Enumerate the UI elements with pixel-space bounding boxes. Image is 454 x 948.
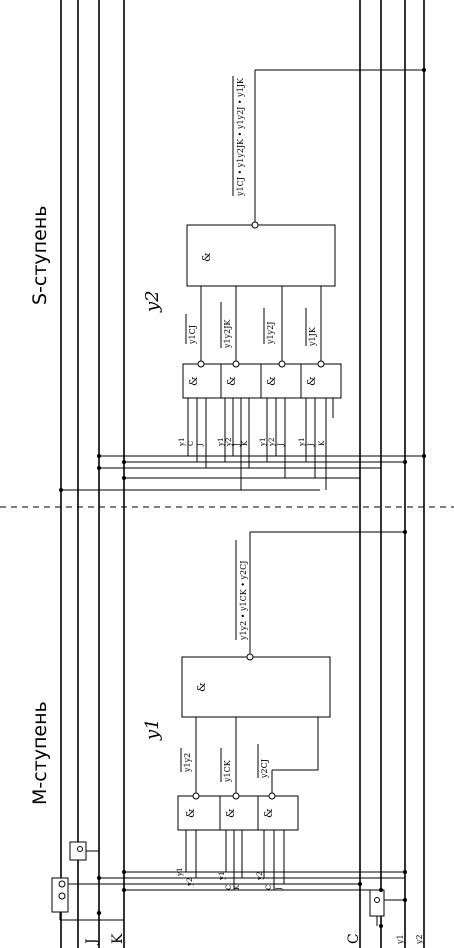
svg-text:J: J bbox=[233, 443, 241, 447]
s-gate-2: & y1 y2 J K bbox=[217, 360, 262, 490]
svg-text:y2: y2 bbox=[256, 872, 264, 881]
svg-text:J: J bbox=[307, 443, 315, 447]
s-gate-1-symbol: & bbox=[187, 376, 200, 386]
s-gate-4: & y1 J K bbox=[298, 360, 342, 490]
m-gate-1-symbol: & bbox=[184, 808, 197, 818]
svg-text:K: K bbox=[241, 440, 249, 446]
svg-text:y2: y2 bbox=[225, 438, 233, 447]
s-term-2: y1y2JK bbox=[223, 319, 232, 349]
s-gate-1: & y1 C J bbox=[178, 360, 222, 468]
bus-label-c: C bbox=[346, 933, 362, 944]
m-gate-3-symbol: & bbox=[262, 808, 275, 818]
m-gate-2: & y1 C K bbox=[218, 792, 259, 890]
svg-text:y1: y1 bbox=[176, 868, 184, 877]
m-gate-2-symbol: & bbox=[224, 808, 237, 818]
svg-text:y2: y2 bbox=[186, 878, 194, 887]
bus-label-y2: y2 bbox=[415, 934, 424, 945]
s-gate-4-symbol: & bbox=[305, 376, 318, 386]
svg-text:K: K bbox=[318, 440, 326, 446]
m-term-3: y2CJ bbox=[260, 759, 269, 779]
s-feed-lines bbox=[59, 454, 426, 492]
s-gate-3: & y1 y2 J bbox=[259, 360, 302, 478]
input-element-j bbox=[51, 877, 124, 921]
s-term-4: y1JK bbox=[308, 326, 317, 347]
s-output-expression: y1CJ • y1y2JK • y1y2J • y1JK bbox=[232, 76, 245, 197]
svg-text:y1: y1 bbox=[259, 438, 267, 447]
input-element-k bbox=[69, 841, 99, 868]
s-output-gate: & bbox=[186, 68, 426, 287]
m-gate-3: & y2 C J bbox=[256, 792, 299, 891]
svg-text:C: C bbox=[187, 441, 195, 446]
m-output-expression: y1y2 • y1CK • y2CJ bbox=[235, 540, 248, 641]
svg-text:C: C bbox=[265, 885, 273, 890]
s-term-3: y1y2J bbox=[266, 322, 275, 345]
s-gate-2-symbol: & bbox=[225, 376, 238, 386]
s-term-1: y1CJ bbox=[188, 325, 197, 345]
output-label-y1: y1 bbox=[142, 718, 163, 741]
svg-text:J: J bbox=[275, 887, 283, 891]
svg-text:y1: y1 bbox=[218, 872, 226, 881]
bus-label-k: K bbox=[110, 933, 126, 944]
m-output-gate-symbol: & bbox=[195, 682, 208, 692]
bus-label-y1: y1 bbox=[396, 934, 405, 945]
m-term-1: y1y2 bbox=[183, 753, 192, 773]
svg-text:y1: y1 bbox=[298, 438, 306, 447]
m-output-expr: y1y2 • y1CK • y2CJ bbox=[239, 561, 248, 641]
s-gate-3-symbol: & bbox=[265, 376, 278, 386]
svg-text:K: K bbox=[233, 884, 241, 890]
svg-text:J: J bbox=[196, 443, 204, 447]
svg-text:y2: y2 bbox=[268, 438, 276, 447]
m-term-labels: y1y2 y1CK y2CJ bbox=[180, 744, 269, 783]
svg-text:y1: y1 bbox=[178, 438, 186, 447]
s-gate-connections bbox=[200, 286, 322, 361]
s-output-expr: y1CJ • y1y2JK • y1y2J • y1JK bbox=[236, 77, 245, 197]
m-gate-connections bbox=[195, 717, 319, 793]
svg-text:C: C bbox=[225, 885, 233, 890]
bus-lines bbox=[60, 0, 425, 948]
m-term-2: y1CK bbox=[223, 759, 232, 783]
m-gate-1: & y1 y2 bbox=[176, 792, 221, 887]
bus-label-j: J bbox=[84, 938, 100, 946]
input-element-c bbox=[369, 889, 407, 928]
s-term-labels: y1CJ y1y2JK y1y2J y1JK bbox=[185, 302, 317, 349]
s-output-gate-symbol: & bbox=[200, 252, 213, 262]
output-label-y2: y2 bbox=[142, 290, 163, 313]
s-stage-title: S-ступень bbox=[29, 206, 51, 305]
m-stage-title: М-ступень bbox=[29, 701, 51, 805]
svg-text:J: J bbox=[277, 443, 285, 447]
m-output-gate: & bbox=[181, 530, 407, 718]
svg-text:y1: y1 bbox=[217, 438, 225, 447]
